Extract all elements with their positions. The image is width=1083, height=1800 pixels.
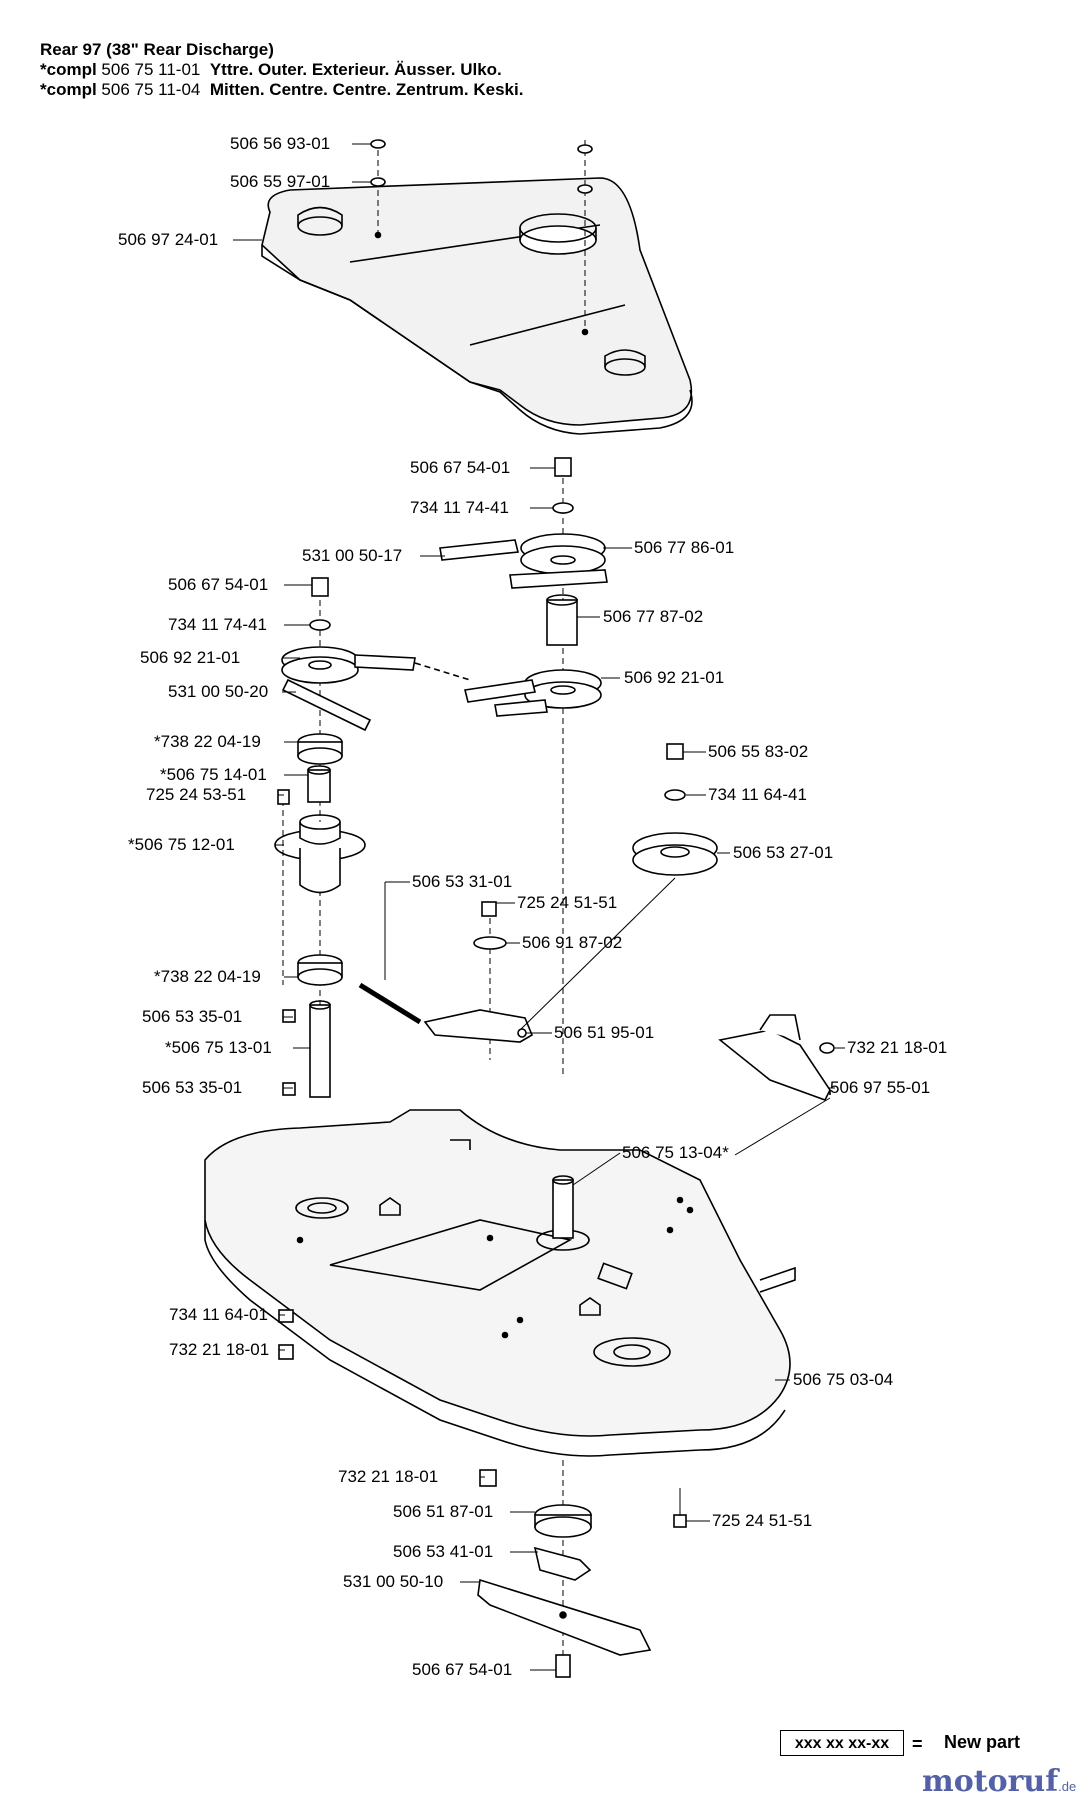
part-label: 531 00 50-17: [302, 546, 403, 565]
part-label: 734 11 74-41: [168, 615, 267, 634]
part-label: 506 51 87-01: [393, 1502, 494, 1521]
diagram-title: Rear 97 (38" Rear Discharge): [40, 40, 274, 59]
bracket: [718, 1014, 835, 1156]
part-label: 725 24 51-51: [712, 1511, 813, 1530]
part-label: 725 24 51-51: [517, 893, 618, 912]
part-label: 732 21 18-01: [169, 1340, 270, 1359]
blade-assembly: [278, 1309, 687, 1678]
legend-equals: =: [912, 1734, 923, 1754]
part-label: 531 00 50-10: [343, 1572, 444, 1591]
part-label: 734 11 64-41: [708, 785, 807, 804]
part-label: *506 75 12-01: [128, 835, 235, 854]
part-label: 506 55 97-01: [230, 172, 331, 191]
compl-line-centre: *compl 506 75 11-04 Mitten. Centre. Cent…: [40, 80, 524, 99]
top-cover-plate: [261, 177, 693, 435]
idler-pulley: [632, 743, 718, 876]
legend-new-part: New part: [944, 1732, 1021, 1752]
part-label: *738 22 04-19: [154, 732, 261, 751]
part-label: 506 77 86-01: [634, 538, 735, 557]
part-label: 506 53 31-01: [412, 872, 513, 891]
top-screws: [370, 139, 593, 332]
part-label: 734 11 64-01: [169, 1305, 268, 1324]
part-label: 506 75 03-04: [793, 1370, 894, 1389]
part-label: 506 67 54-01: [410, 458, 511, 477]
part-label: 725 24 53-51: [146, 785, 247, 804]
part-label: 506 53 35-01: [142, 1007, 243, 1026]
part-label: 506 51 95-01: [554, 1023, 655, 1042]
part-label: 531 00 50-20: [168, 682, 269, 701]
left-pulley-stack: [274, 577, 471, 1098]
idler-arm: [358, 877, 676, 1060]
part-label: 506 67 54-01: [412, 1660, 513, 1679]
part-label: 506 56 93-01: [230, 134, 331, 153]
part-label: 506 53 41-01: [393, 1542, 494, 1561]
part-label: 506 53 27-01: [733, 843, 834, 862]
watermark-logo: motoruf.de: [922, 1764, 1077, 1799]
mower-deck: [204, 1109, 796, 1457]
right-pulley-stack: [439, 457, 608, 1078]
part-label: *506 75 13-01: [165, 1038, 272, 1057]
part-label: 506 67 54-01: [168, 575, 269, 594]
part-label: 732 21 18-01: [338, 1467, 439, 1486]
part-label: 506 91 87-02: [522, 933, 623, 952]
leader-lines: [233, 143, 845, 1671]
compl-line-outer: *compl 506 75 11-01 Yttre. Outer. Exteri…: [40, 60, 502, 79]
new-part-code-box: xxx xx xx-xx: [780, 1730, 904, 1756]
part-label: 506 92 21-01: [624, 668, 725, 687]
part-label: 506 97 55-01: [830, 1078, 931, 1097]
part-label: *506 75 14-01: [160, 765, 267, 784]
part-label: 506 53 35-01: [142, 1078, 243, 1097]
part-label: 506 92 21-01: [140, 648, 241, 667]
part-label: 732 21 18-01: [847, 1038, 948, 1057]
part-label: 506 77 87-02: [603, 607, 704, 626]
part-label: 734 11 74-41: [410, 498, 509, 517]
part-label: *738 22 04-19: [154, 967, 261, 986]
part-label: 506 55 83-02: [708, 742, 809, 761]
part-label: 506 75 13-04*: [622, 1143, 729, 1162]
part-label: 506 97 24-01: [118, 230, 219, 249]
